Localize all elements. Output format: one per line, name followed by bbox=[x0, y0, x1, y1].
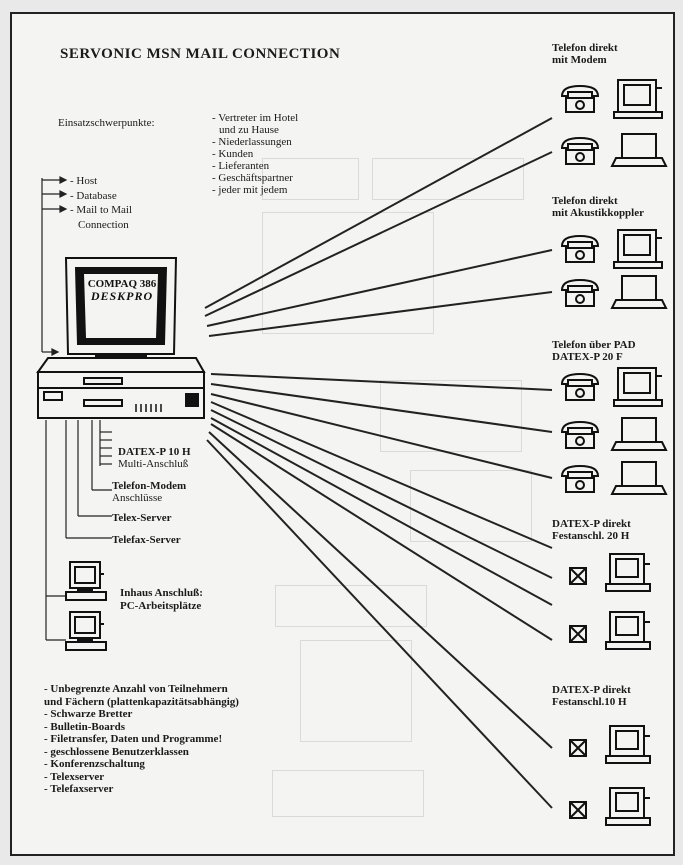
host-item: Connection bbox=[78, 218, 129, 231]
datex-terminal-icon bbox=[569, 553, 651, 592]
inhaus-pc-icon bbox=[65, 561, 107, 601]
computer-model: DESKPRO bbox=[90, 289, 154, 303]
host-list: - Host - Database - Mail to Mail Connect… bbox=[70, 174, 132, 232]
phone-modem-icon bbox=[560, 367, 663, 407]
group-heading: DATEX-P direkt bbox=[552, 684, 631, 696]
computer-label: COMPAQ 386 DESKPRO bbox=[82, 278, 162, 302]
einsatz-item: - Lieferanten bbox=[212, 160, 270, 172]
computer-brand: COMPAQ 386 bbox=[87, 278, 157, 290]
einsatz-item: - Kunden bbox=[212, 148, 254, 160]
inhaus-pc-icon bbox=[65, 611, 107, 651]
feature-item: - Schwarze Bretter bbox=[44, 708, 133, 720]
host-item: - Mail to Mail bbox=[70, 204, 133, 216]
host-item: - Host bbox=[70, 175, 98, 187]
einsatz-item: und zu Hause bbox=[219, 124, 279, 136]
compaq-computer-icon bbox=[36, 257, 206, 419]
datex-port-sub: Multi-Anschluß bbox=[118, 458, 189, 470]
host-item: - Database bbox=[70, 189, 117, 202]
phone-laptop-icon bbox=[560, 275, 668, 309]
feature-item: - Konferenzschaltung bbox=[44, 758, 145, 770]
phone-laptop-icon bbox=[560, 417, 668, 451]
feature-item: und Fächern (plattenkapazitätsabhängig) bbox=[44, 695, 239, 708]
datex-terminal-icon bbox=[569, 787, 651, 826]
group-subheading: Festanschl. 20 H bbox=[552, 530, 630, 542]
einsatz-item: - Vertreter im Hotel bbox=[212, 112, 299, 124]
feature-item: - Telefaxserver bbox=[44, 783, 114, 795]
inhaus-sub: PC-Arbeitsplätze bbox=[120, 600, 202, 612]
datex-terminal-icon bbox=[569, 611, 651, 650]
einsatz-list: - Vertreter im Hotel und zu Hause - Nied… bbox=[212, 112, 298, 196]
feature-item: - Telexserver bbox=[44, 770, 105, 783]
group-subheading: Festanschl.10 H bbox=[552, 696, 627, 708]
phone-laptop-icon bbox=[560, 133, 668, 167]
diagram-frame bbox=[10, 12, 675, 856]
modem-port-sub: Anschlüsse bbox=[112, 492, 163, 504]
group-heading: Telefon direkt bbox=[552, 42, 618, 54]
feature-item: - Bulletin-Boards bbox=[44, 720, 125, 733]
diagram-title: SERVONIC MSN MAIL CONNECTION bbox=[60, 46, 341, 62]
datex-port-label: DATEX-P 10 H bbox=[118, 446, 191, 458]
telefax-port-label: Telefax-Server bbox=[112, 534, 181, 546]
features-list: - Unbegrenzte Anzahl von Teilnehmern und… bbox=[44, 683, 239, 796]
einsatz-label: Einsatzschwerpunkte: bbox=[58, 117, 155, 129]
group-heading: Telefon direkt bbox=[552, 195, 618, 207]
phone-laptop-icon bbox=[560, 461, 668, 495]
feature-item: - geschlossene Benutzerklassen bbox=[44, 745, 189, 758]
telex-port-label: Telex-Server bbox=[112, 512, 172, 524]
group-subheading: mit Modem bbox=[552, 54, 607, 66]
feature-item: - Unbegrenzte Anzahl von Teilnehmern bbox=[44, 683, 228, 695]
group-subheading: DATEX-P 20 F bbox=[552, 351, 623, 363]
einsatz-item: - jeder mit jedem bbox=[212, 184, 288, 196]
inhaus-label: Inhaus Anschluß: bbox=[120, 587, 203, 599]
einsatz-item: - Geschäftspartner bbox=[212, 172, 293, 184]
phone-modem-icon bbox=[560, 79, 663, 119]
phone-modem-icon bbox=[560, 229, 663, 269]
einsatz-item: - Niederlassungen bbox=[212, 136, 292, 148]
group-subheading: mit Akustikkoppler bbox=[552, 207, 644, 219]
datex-terminal-icon bbox=[569, 725, 651, 764]
modem-port-label: Telefon-Modem bbox=[112, 480, 187, 492]
group-heading: DATEX-P direkt bbox=[552, 518, 631, 530]
group-heading: Telefon über PAD bbox=[552, 339, 636, 351]
feature-item: - Filetransfer, Daten und Programme! bbox=[44, 733, 223, 745]
